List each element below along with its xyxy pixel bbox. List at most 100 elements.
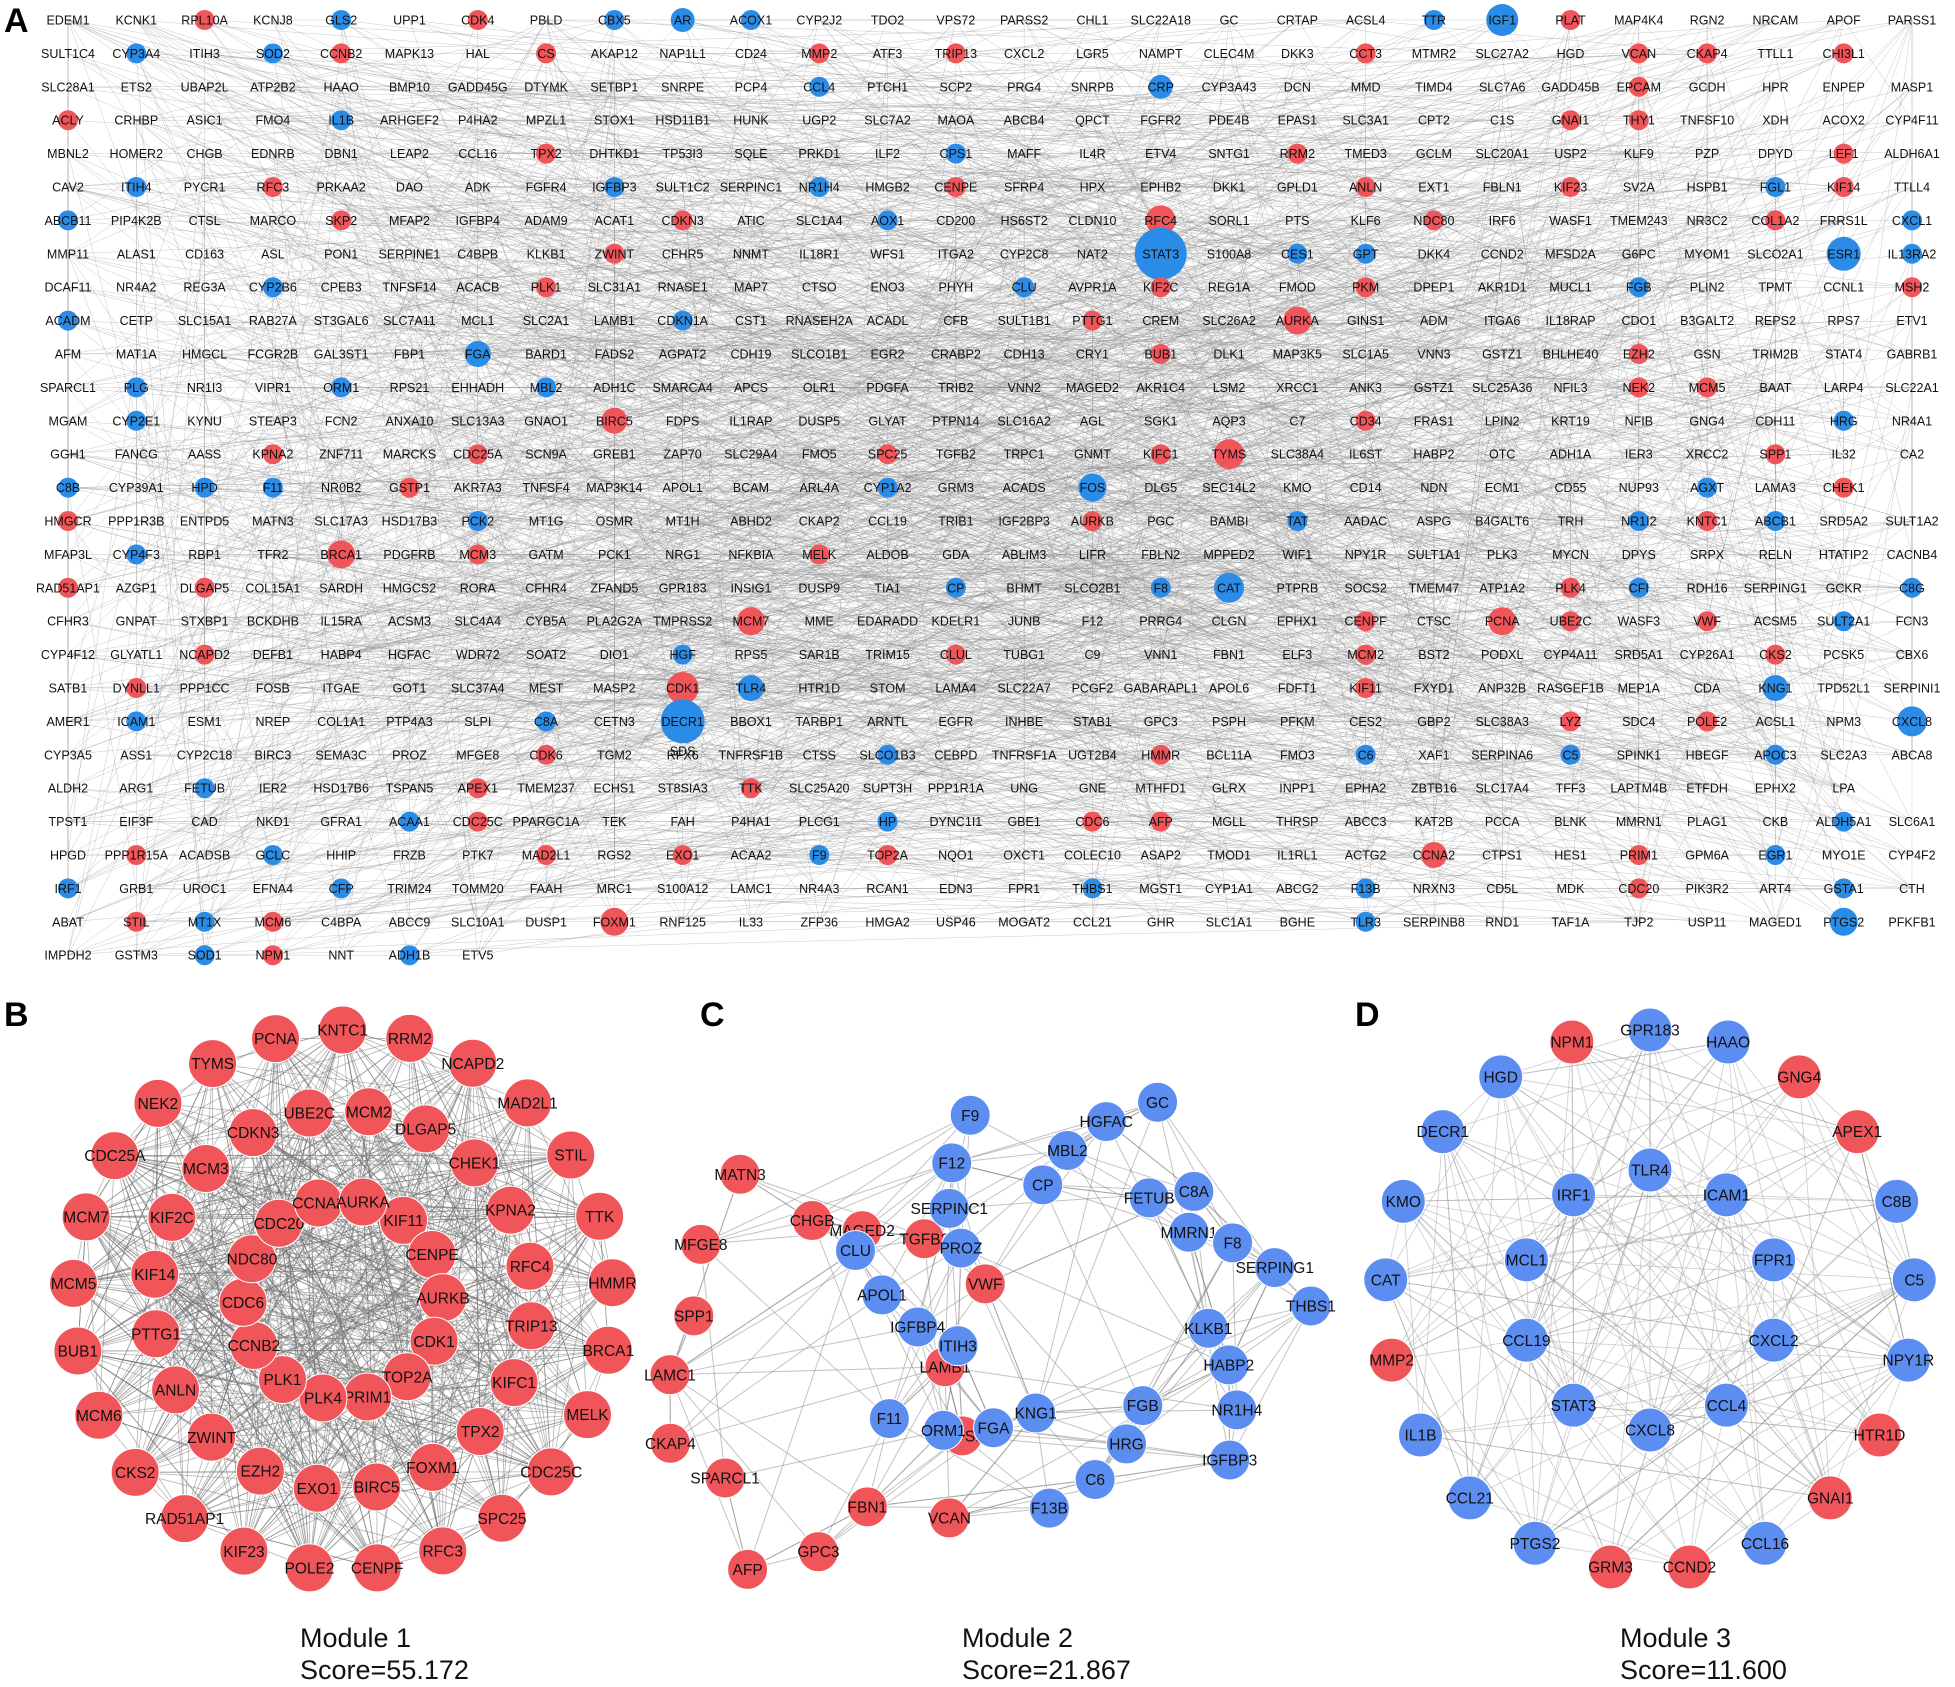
gene-label: SLC7A6 [1479, 80, 1526, 94]
network-edge [1297, 186, 1844, 856]
network-edge [887, 220, 1844, 388]
gene-node-il1rap: IL1RAP [729, 414, 772, 428]
gene-label: CCL4 [803, 80, 835, 94]
gene-label: TLR4 [736, 682, 767, 696]
network-edge [67, 19, 342, 455]
gene-label: PDE4B [1209, 114, 1250, 128]
network-edge [67, 654, 1503, 856]
network-edge [545, 587, 683, 722]
network-edge [614, 454, 683, 622]
network-edge [1502, 520, 1571, 555]
network-edge [1092, 186, 1708, 388]
gene-node-trib2: TRIB2 [938, 381, 973, 395]
gene-node-cyp4a11: CYP4A11 [1544, 648, 1598, 662]
gene-node-trib1: TRIB1 [938, 515, 973, 529]
gene-node-zfp36: ZFP36 [801, 915, 839, 929]
gene-label: SULT1C2 [656, 181, 710, 195]
network-edge [272, 620, 1571, 923]
gene-node-sod2: SOD2 [256, 43, 290, 64]
network-edge [887, 220, 1093, 588]
network-edge [272, 19, 1435, 555]
network-edge [955, 320, 1025, 355]
network-edge [204, 119, 1093, 655]
gene-node-cp: CP [945, 577, 966, 598]
gene-label: AQP3 [1212, 414, 1245, 428]
network-edge [272, 387, 683, 922]
gene-node-dkk1: DKK1 [1213, 181, 1246, 195]
gene-label: LPA [1832, 782, 1855, 796]
gene-label: ACAA1 [389, 815, 430, 829]
gene-node-chl1: CHL1 [1076, 14, 1108, 28]
gene-label: GLS2 [325, 14, 357, 28]
network-edge [1570, 587, 1844, 756]
gene-label: WIF1 [1282, 548, 1312, 562]
gene-node-vwf: VWF [1693, 611, 1721, 632]
network-edge [272, 821, 1366, 923]
network-edge [136, 687, 205, 755]
network-edge [1228, 654, 1571, 822]
gene-label: C1S [1490, 114, 1514, 128]
network-edge [1433, 86, 1913, 755]
network-edge [1706, 320, 1844, 655]
network-edge [682, 253, 1298, 755]
network-edge [955, 287, 1298, 722]
network-edge [1228, 186, 1571, 355]
gene-label: FADS2 [595, 348, 635, 362]
network-edge [204, 286, 1434, 455]
gene-node-f8: F8 [1150, 577, 1171, 598]
network-edge [1023, 320, 1230, 689]
gene-node-prkaa2: PRKAA2 [317, 181, 366, 195]
gene-label: SCP2 [940, 80, 973, 94]
network-edge [1160, 587, 1298, 655]
network-edge [136, 53, 1708, 121]
gene-node-crtap: CRTAP [1277, 14, 1318, 28]
network-edge [1365, 420, 1571, 922]
gene-node-acsl1: ACSL1 [1756, 715, 1796, 729]
gene-label: ABLIM3 [1002, 548, 1047, 562]
gene-label: HMGCS2 [383, 581, 437, 595]
gene-node-nkd1: NKD1 [256, 815, 289, 829]
network-edge [204, 487, 1844, 822]
network-edge [1092, 153, 1298, 455]
gene-label: PRKD1 [798, 147, 840, 161]
network-edge [614, 554, 1708, 655]
gene-label: MUCL1 [1549, 281, 1591, 295]
network-edge [614, 520, 1298, 889]
network-edge [750, 854, 1913, 889]
gene-label: FGB [1626, 281, 1652, 295]
network-edge [409, 53, 1093, 221]
network-edge [67, 153, 478, 622]
network-edge [136, 86, 615, 221]
network-edge [1706, 86, 1844, 856]
gene-label: ECHS1 [594, 782, 636, 796]
network-edge [750, 454, 1161, 822]
gene-label: AASS [188, 448, 221, 462]
gene-node-srd5a1: SRD5A1 [1614, 648, 1663, 662]
network-edge [409, 420, 1844, 589]
network-edge [136, 454, 683, 889]
network-edge [477, 53, 615, 455]
network-edge [1024, 721, 1434, 756]
gene-label: FBLN1 [1483, 181, 1522, 195]
network-edge [546, 53, 1708, 88]
gene-label: USP2 [1554, 147, 1587, 161]
gene-label: REG3A [183, 281, 226, 295]
network-edge [136, 86, 1093, 922]
network-edge [1570, 19, 1913, 789]
network-edge [819, 153, 888, 288]
network-edge [750, 287, 820, 455]
gene-node-egfr: EGFR [938, 715, 973, 729]
gene-label: PLK3 [1487, 548, 1518, 562]
network-edge [887, 153, 1571, 555]
gene-node-stat4: STAT4 [1825, 348, 1862, 362]
gene-node-inpp1: INPP1 [1279, 782, 1315, 796]
gene-label: CD55 [1555, 481, 1587, 495]
gene-node-wif1: WIF1 [1282, 548, 1312, 562]
network-edge [67, 86, 1435, 789]
gene-node-slc22a7: SLC22A7 [997, 682, 1051, 696]
network-edge [955, 19, 1844, 589]
network-edge [1160, 353, 1230, 555]
network-edge [409, 119, 1708, 188]
network-edge [409, 253, 820, 288]
gene-label: IGFBP4 [456, 214, 501, 228]
